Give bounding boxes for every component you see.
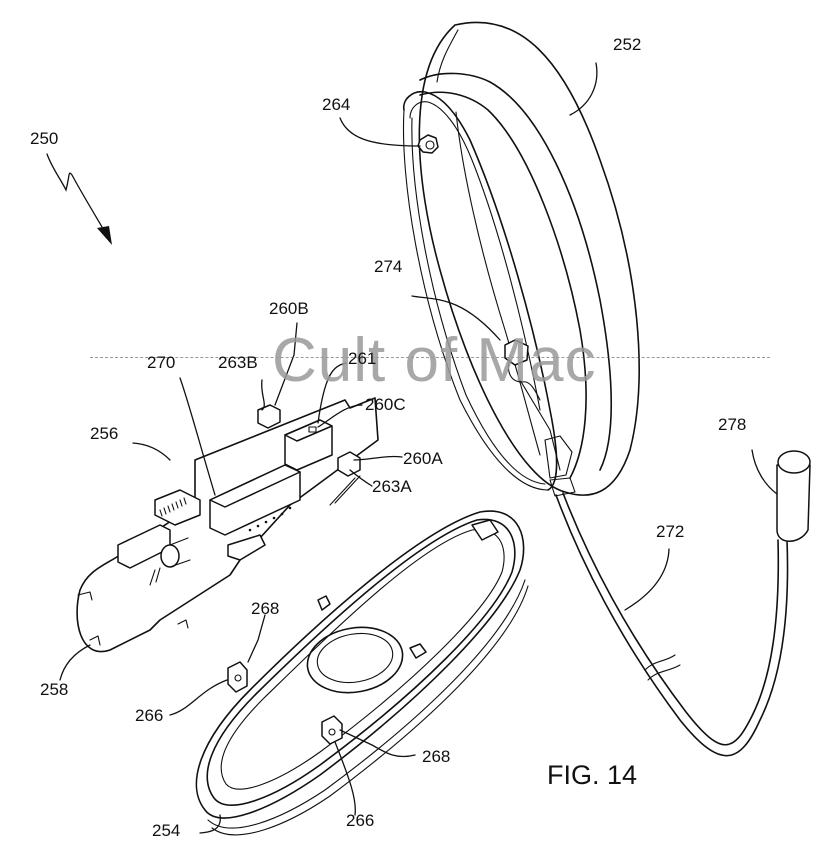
plug-278 (776, 450, 811, 542)
label-250: 250 (30, 129, 59, 148)
label-272: 272 (656, 522, 685, 541)
top-shell (402, 21, 640, 496)
label-278: 278 (718, 415, 747, 434)
label-260A: 260A (403, 449, 443, 468)
leader-lines (59, 62, 778, 834)
label-266-right: 266 (346, 811, 375, 830)
label-266-left: 266 (135, 706, 164, 725)
label-252: 252 (613, 35, 642, 54)
scan-artifact-line (90, 357, 770, 358)
fastener-264 (417, 134, 439, 154)
label-264: 264 (322, 95, 351, 114)
watermark: Cult of Mac (272, 326, 597, 395)
bottom-base (195, 510, 529, 836)
cable-connector-274 (504, 339, 576, 497)
label-268-lower: 268 (422, 747, 451, 766)
label-274: 274 (374, 257, 403, 276)
label-256: 256 (90, 424, 119, 443)
label-263B: 263B (218, 353, 258, 372)
label-261: 261 (348, 349, 377, 368)
assembly-arrow (46, 153, 112, 245)
label-260C: 260C (365, 395, 406, 414)
circuit-components (117, 404, 361, 586)
cable (555, 492, 789, 757)
label-263A: 263A (372, 477, 412, 496)
label-254: 254 (152, 821, 181, 840)
label-260B: 260B (269, 299, 309, 318)
figure-title: FIG. 14 (547, 760, 638, 790)
label-268-upper: 268 (251, 599, 280, 618)
label-258: 258 (40, 680, 69, 699)
label-270: 270 (147, 353, 176, 372)
